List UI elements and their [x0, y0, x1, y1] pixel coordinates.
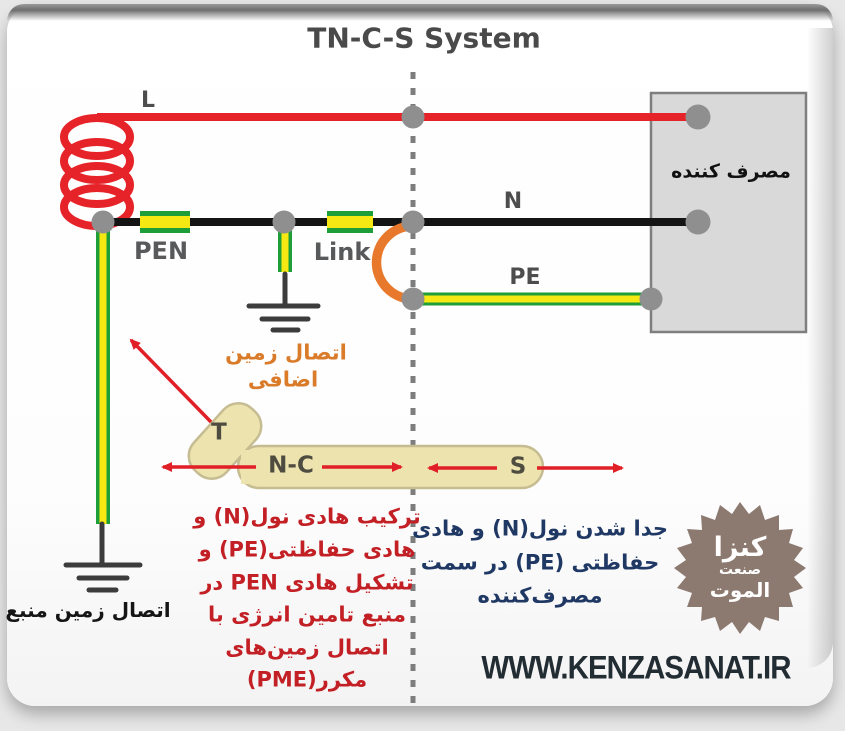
zone-label-NC: N-C [268, 452, 314, 479]
combined-note-line: هادی حفاظتی(PE) و [198, 537, 416, 562]
consumer-box [649, 91, 808, 334]
badge-line3: الموت [709, 578, 771, 603]
source-coil-icon [60, 114, 134, 230]
combined-note-line: تشکیل هادی PEN در [200, 570, 414, 595]
zone-label-S: S [509, 453, 527, 480]
extra-earth-note-line1: اتصال زمین [225, 340, 347, 365]
separated-note-line: حفاظتی (PE) در سمت [420, 550, 660, 575]
label-L: L [140, 88, 156, 113]
company-badge: کنزا صنعت الموت [709, 531, 771, 603]
system-zone-band [187, 402, 545, 490]
combined-note-line: منبع تامین انرژی با [208, 602, 406, 627]
consumer-box-label: مصرف کننده [671, 160, 791, 183]
pen-marker [140, 211, 190, 233]
separated-note-line: جدا شدن نول(N) و هادی [412, 516, 668, 541]
label-PEN: PEN [133, 237, 189, 265]
source-earth-conductor [96, 226, 110, 524]
combined-note-line: ترکیب هادی نول(N) و [193, 504, 421, 529]
badge-line2: صنعت [719, 562, 761, 579]
line-PE [413, 292, 651, 306]
extra-earth-conductor [278, 226, 292, 272]
label-PE: PE [509, 265, 541, 290]
source-earth-note: اتصال زمین منبع [5, 598, 171, 622]
extra-earth-ground-icon [246, 271, 321, 333]
extra-earth-note-line2: اضافی [247, 367, 319, 392]
separated-note-line: مصرف‌کننده [477, 583, 603, 608]
label-Link: Link [313, 238, 371, 266]
company-badge-starburst [674, 502, 806, 634]
source-earth-ground-icon [63, 521, 143, 593]
combined-note-line: اتصال زمین‌های [225, 635, 389, 660]
zone-arrows [129, 338, 624, 473]
zone-label-T: T [211, 419, 227, 446]
badge-line1: کنزا [713, 531, 767, 563]
combined-note-line: مکرر(PME) [246, 667, 368, 692]
diagram-title: TN-C-S System [307, 21, 541, 55]
website-url: WWW.KENZASANAT.IR [481, 649, 791, 686]
neutral-pe-split-arc [371, 221, 418, 304]
link-marker [327, 211, 373, 233]
junction-dots [91, 104, 711, 311]
label-N: N [503, 189, 523, 214]
t-pointer-arrow [129, 338, 213, 424]
